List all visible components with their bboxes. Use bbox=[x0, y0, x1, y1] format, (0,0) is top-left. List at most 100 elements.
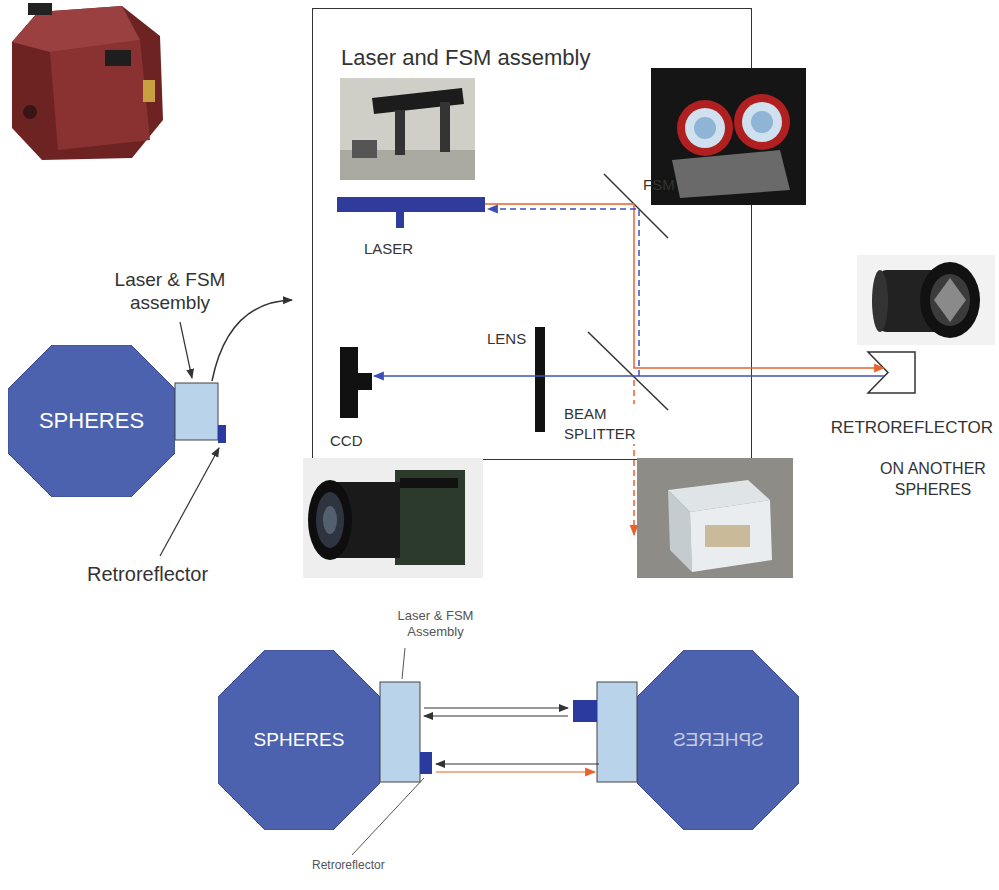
part-label: RETROREFLECTOR bbox=[820, 418, 993, 438]
ccd-camera-photo bbox=[303, 458, 483, 578]
laser-photo-part bbox=[440, 102, 450, 152]
beam-paths-part bbox=[488, 209, 639, 376]
spheres-octagon: SPHERES bbox=[637, 650, 799, 830]
part-label: FSM bbox=[643, 176, 675, 194]
leader-lines-part bbox=[160, 448, 219, 556]
link-arrows-part bbox=[436, 763, 599, 764]
part-label: ON ANOTHER SPHERES bbox=[873, 458, 993, 500]
link-arrows-part bbox=[436, 771, 595, 772]
satellite-photo-part bbox=[105, 50, 131, 66]
fsm-photo-part bbox=[677, 100, 733, 156]
optical-parts-part bbox=[588, 332, 668, 410]
assembly-parts-part bbox=[380, 682, 420, 782]
optical-parts-part bbox=[535, 327, 545, 432]
node-heading: SPHERES bbox=[254, 729, 345, 752]
label-slot: Retroreflector bbox=[312, 858, 385, 872]
fsm-photo-part bbox=[672, 150, 790, 198]
satellite-photo-part bbox=[28, 3, 52, 15]
satellite-photo-part bbox=[50, 40, 150, 150]
label-slot: FSM bbox=[643, 176, 675, 194]
beam-paths bbox=[374, 204, 884, 535]
leader-lines-part bbox=[212, 300, 292, 381]
satellite-photo-part bbox=[12, 6, 163, 160]
retroreflector-photo-part bbox=[920, 262, 980, 338]
spheres-octagon: SPHERES bbox=[218, 650, 380, 830]
optical-parts-part bbox=[604, 174, 668, 238]
laser-photo-part bbox=[372, 88, 464, 114]
part-label: LENS bbox=[487, 330, 526, 348]
part-label: Laser & FSM assembly bbox=[100, 268, 240, 314]
retroreflector-photo-part bbox=[930, 274, 970, 326]
retroreflector-photo-part bbox=[934, 278, 966, 322]
fsm-photo-part bbox=[734, 94, 790, 150]
optical-parts-part bbox=[358, 373, 372, 390]
beam-paths-part bbox=[485, 204, 884, 368]
assembly-parts-part bbox=[218, 425, 226, 443]
label-slot: Retroreflector bbox=[87, 562, 208, 586]
octagon-outline bbox=[8, 345, 175, 497]
optical-parts-part bbox=[340, 347, 358, 418]
node-heading: SPHERES bbox=[39, 408, 144, 434]
assembly-parts-part bbox=[420, 752, 432, 774]
beam-paths-part bbox=[633, 380, 635, 535]
part-label: Laser & FSM Assembly bbox=[378, 608, 493, 640]
fsm-photo-part bbox=[685, 108, 725, 148]
ccd-camera-photo-part bbox=[395, 470, 465, 565]
ccd-camera-photo-part bbox=[323, 506, 337, 534]
label-slot: Laser & FSM Assembly bbox=[378, 608, 493, 640]
beam-splitter-photo-part bbox=[668, 490, 692, 572]
satellite-photo bbox=[12, 3, 163, 160]
retroreflector-photo-part bbox=[857, 255, 995, 345]
part-label: BEAM SPLITTER bbox=[562, 404, 652, 444]
link-arrows bbox=[424, 708, 599, 772]
label-slot: ON ANOTHER SPHERES bbox=[873, 458, 993, 500]
ccd-camera-photo-part bbox=[308, 480, 352, 560]
optical-parts bbox=[337, 174, 915, 432]
assembly-parts-part bbox=[597, 682, 637, 782]
beam-paths-part bbox=[374, 375, 884, 377]
octagon-outline bbox=[637, 650, 799, 830]
ccd-camera-photo-part bbox=[303, 458, 483, 578]
fsm-photo-part bbox=[751, 111, 773, 133]
beam-splitter-photo bbox=[637, 458, 793, 578]
octagon-outline bbox=[218, 650, 380, 830]
fsm-photo-part bbox=[651, 68, 806, 205]
ccd-camera-photo-part bbox=[400, 478, 458, 488]
optical-parts-part bbox=[868, 352, 915, 393]
fsm-photo bbox=[651, 68, 806, 205]
label-slot: BEAM SPLITTER bbox=[562, 404, 652, 444]
fsm-photo-part bbox=[742, 102, 782, 142]
node-heading: SPHERES bbox=[673, 729, 764, 752]
optical-parts-part bbox=[396, 212, 404, 228]
beam-splitter-photo-part bbox=[690, 500, 772, 572]
optical-parts-part bbox=[337, 197, 485, 212]
link-arrows-part bbox=[424, 715, 568, 716]
retroreflector-photo bbox=[857, 255, 995, 345]
assembly-parts bbox=[175, 383, 637, 782]
label-slot: Laser & FSM assembly bbox=[100, 268, 240, 314]
laser-photo-part bbox=[340, 78, 475, 180]
laser-photo-part bbox=[395, 110, 405, 155]
leader-lines-part bbox=[402, 648, 405, 679]
spheres-octagon: SPHERES bbox=[8, 345, 175, 497]
laser-photo-part bbox=[352, 140, 377, 158]
satellite-photo-part bbox=[23, 105, 37, 119]
leader-lines bbox=[160, 300, 424, 855]
part-label: CCD bbox=[330, 432, 363, 450]
leader-lines-part bbox=[180, 322, 192, 378]
ccd-camera-photo-part bbox=[316, 492, 344, 548]
label-slot: LASER bbox=[364, 240, 413, 258]
assembly-parts-part bbox=[573, 700, 597, 722]
link-arrows-part bbox=[424, 707, 568, 708]
part-label: Retroreflector bbox=[87, 562, 208, 586]
label-slot: LENS bbox=[487, 330, 526, 348]
part-label: Retroreflector bbox=[312, 858, 385, 872]
beam-splitter-photo-part bbox=[637, 458, 793, 578]
retroreflector-photo-part bbox=[872, 270, 888, 332]
assembly-parts-part bbox=[175, 383, 218, 440]
fsm-photo-part bbox=[694, 117, 716, 139]
part-label: LASER bbox=[364, 240, 413, 258]
leader-lines-part bbox=[352, 778, 424, 855]
